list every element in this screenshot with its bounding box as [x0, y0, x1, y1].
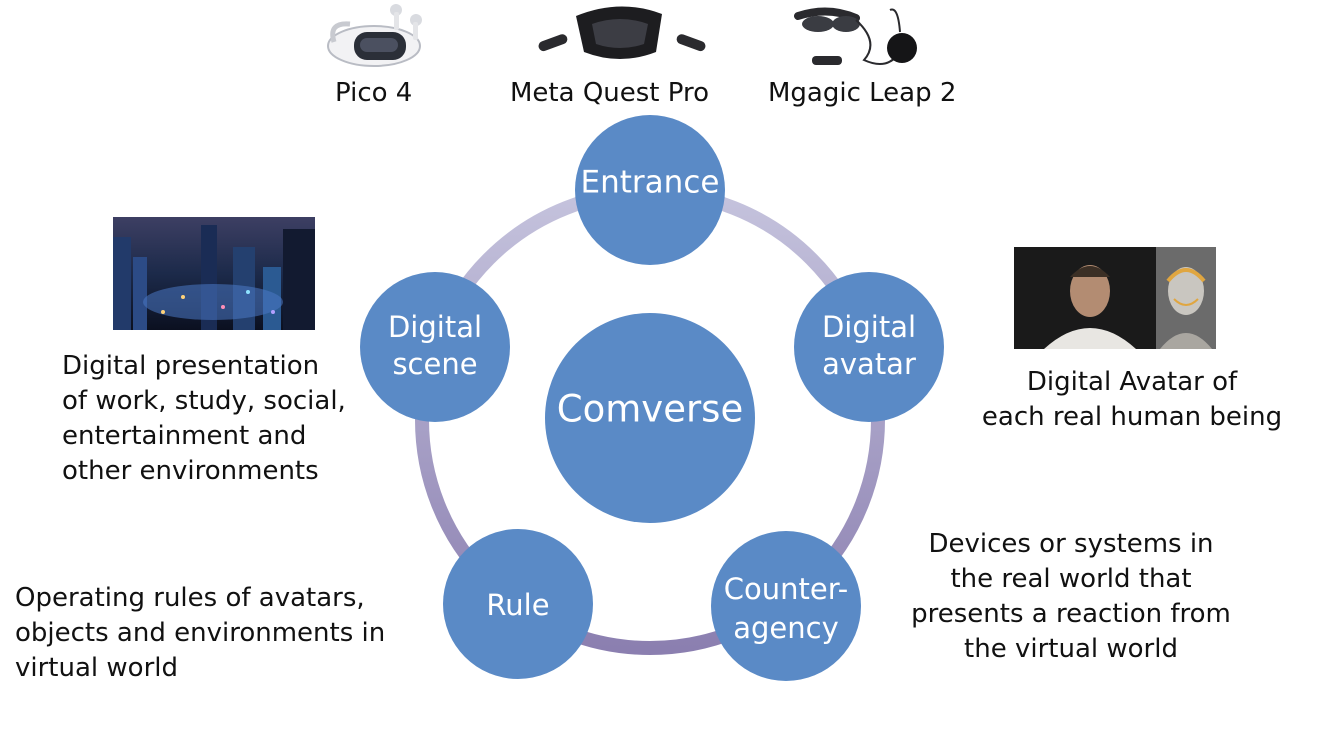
node-digital-scene	[360, 272, 510, 422]
human-and-3d-avatar-photo	[1014, 247, 1216, 349]
caption-digital-avatar: Digital Avatar of each real human being	[981, 367, 1283, 432]
meta-quest-pro-icon	[538, 6, 706, 59]
node-counter-agency-label-1: Counter-	[724, 572, 849, 606]
node-entrance-label: Entrance	[581, 165, 720, 201]
device-label-pico-4: Pico 4	[335, 78, 413, 108]
node-digital-avatar-label-1: Digital	[822, 310, 916, 344]
caption-counter-agency: Devices or systems in the real world tha…	[911, 529, 1231, 664]
node-entrance	[575, 115, 725, 265]
device-label-magic-leap-2: Mgagic Leap 2	[768, 78, 957, 108]
node-digital-scene-label-2: scene	[392, 347, 477, 381]
caption-rule: Operating rules of avatars, objects and …	[15, 583, 386, 683]
node-digital-avatar	[794, 272, 944, 422]
center-node	[545, 313, 755, 523]
magic-leap-2-icon	[794, 7, 917, 65]
node-counter-agency	[711, 531, 861, 681]
center-label: Comverse	[557, 388, 743, 431]
node-digital-avatar-label-2: avatar	[822, 347, 916, 381]
device-label-meta-quest-pro: Meta Quest Pro	[510, 78, 710, 108]
cyberpunk-city-image	[113, 217, 315, 330]
node-rule-label: Rule	[486, 588, 549, 622]
node-counter-agency-label-2: agency	[733, 611, 839, 645]
node-rule	[443, 529, 593, 679]
pico-4-icon	[327, 4, 422, 67]
node-digital-scene-label-1: Digital	[388, 310, 482, 344]
caption-digital-scene: Digital presentation of work, study, soc…	[62, 351, 346, 486]
